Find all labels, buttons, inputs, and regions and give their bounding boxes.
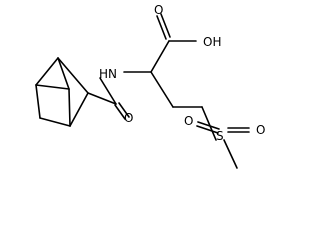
bond-bicycle-to-carbonyl <box>87 92 117 105</box>
acid-carbonyl-oxygen-label: O <box>154 3 163 17</box>
bond-bicycle-bridge-2 <box>68 88 71 127</box>
bond-amide-carbonyl-double-a <box>114 104 126 120</box>
bond-sulfur-to-methyl <box>223 139 238 169</box>
chemical-structure-canvas: O OH HN O O O S <box>35 3 266 169</box>
molecule-structure: O OH HN O O O S <box>35 3 265 169</box>
bond-amide-carbonyl-double-b <box>118 102 130 118</box>
bond-sulfur-oxygen-top-a <box>197 121 220 130</box>
bond-bicycle-left <box>35 84 41 119</box>
bond-bicycle-right-lower <box>69 92 89 127</box>
bond-bicycle-top-right <box>57 57 89 94</box>
bond-gamma-to-sulfur <box>201 106 217 141</box>
hydroxyl-label: OH <box>203 35 221 49</box>
bond-carbonyl-to-nh <box>99 77 117 105</box>
bond-bicycle-top-left <box>35 57 59 86</box>
amide-oxygen-label: O <box>124 111 133 125</box>
bond-acid-carbonyl-double-b <box>160 13 171 38</box>
bond-acid-carbonyl-double-a <box>156 15 167 40</box>
sulfur-label: S <box>216 129 224 143</box>
bond-bicycle-inner-left <box>35 84 70 90</box>
amide-nh-label: HN <box>99 67 117 81</box>
bond-bicycle-bridge-1 <box>57 57 70 90</box>
sulfone-oxygen-right-label: O <box>256 123 265 137</box>
sulfone-oxygen-top-label: O <box>184 114 193 128</box>
bond-alpha-to-beta <box>150 71 174 108</box>
bond-sulfur-oxygen-top-b <box>196 125 219 134</box>
bond-bicycle-bottom <box>39 117 71 127</box>
bond-alpha-to-acid <box>150 40 170 73</box>
